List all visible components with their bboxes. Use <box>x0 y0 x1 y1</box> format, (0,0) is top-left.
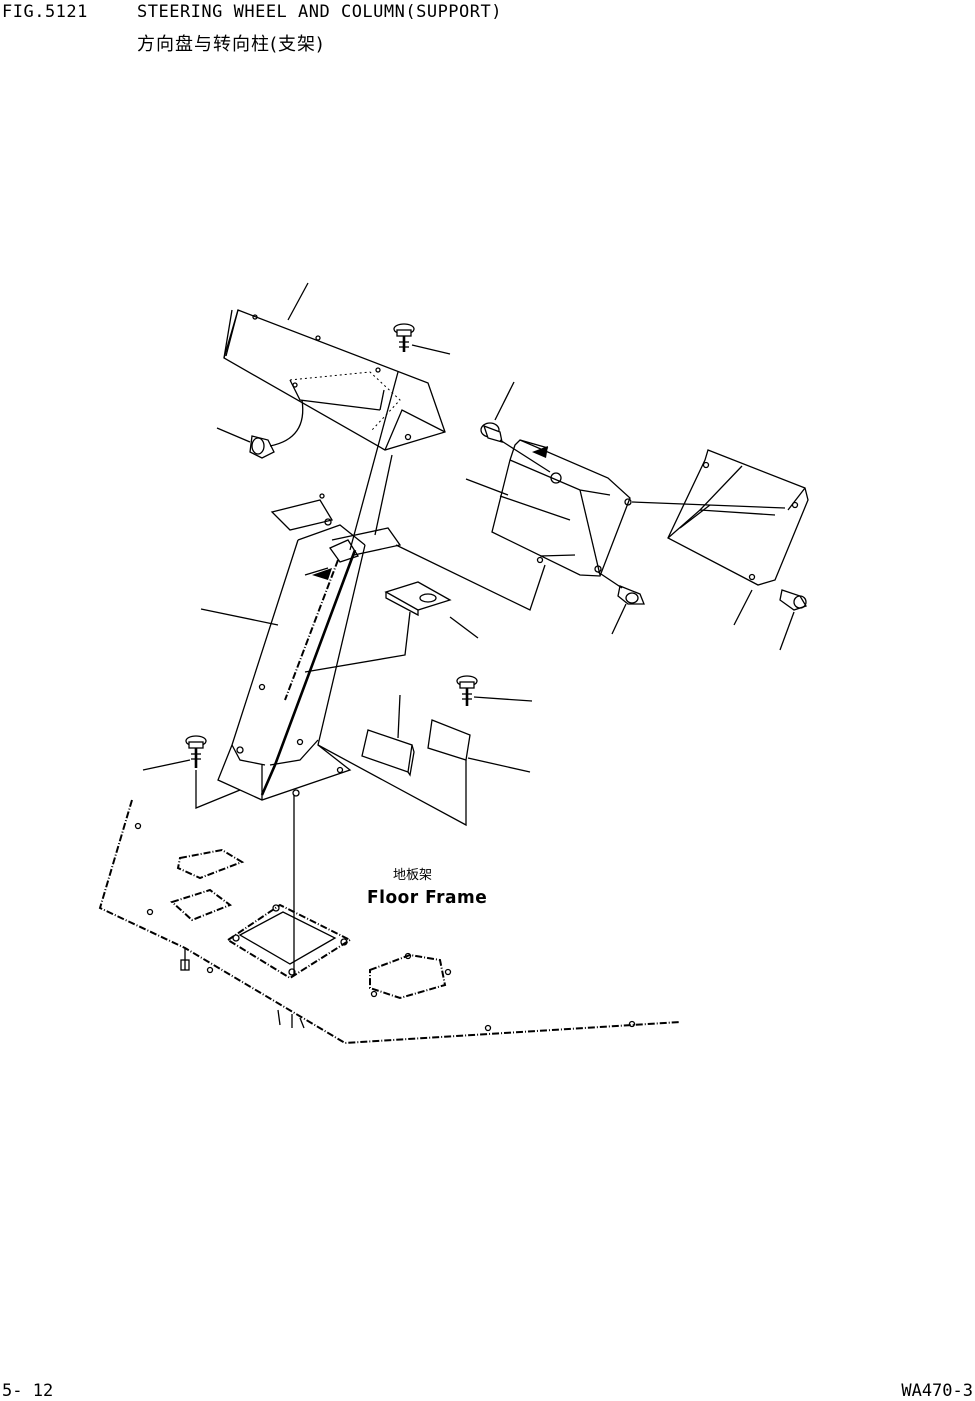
leader-line <box>411 344 451 355</box>
leader-line <box>397 694 401 739</box>
bolt-middle <box>456 675 478 706</box>
floor-frame-label-english: Floor Frame <box>367 887 488 909</box>
bolt-top <box>393 323 415 352</box>
page-number: 5- 12 <box>2 1381 54 1401</box>
guide-line <box>195 770 241 809</box>
figure-number: FIG.5121 <box>2 2 88 22</box>
clip-nut-upper <box>480 422 551 473</box>
leader-line <box>779 611 795 651</box>
guide-line <box>374 454 393 536</box>
floor-frame-label-chinese: 地板架 <box>393 868 433 883</box>
guide-line <box>631 501 786 509</box>
figure-title-english: STEERING WHEEL AND COLUMN(SUPPORT) <box>137 2 502 22</box>
clip-nut-left <box>249 399 304 459</box>
shim-plate-right <box>427 719 471 761</box>
floor-frame <box>98 799 681 1045</box>
clip-nut-middle <box>597 571 645 605</box>
leader-line <box>449 616 479 639</box>
guide-line <box>304 611 411 673</box>
leader-line <box>494 381 515 421</box>
mounting-plate <box>384 581 452 617</box>
bolt-left <box>185 735 207 768</box>
leader-line <box>611 603 627 635</box>
figure-title-chinese: 方向盘与转向柱(支架) <box>137 34 325 55</box>
guide-line <box>395 544 546 611</box>
clip-nut-right <box>779 589 807 611</box>
guide-line <box>349 371 399 551</box>
rear-cover <box>667 449 809 586</box>
model-number: WA470-3 <box>901 1381 973 1401</box>
leader-line <box>465 478 509 496</box>
leader-line <box>142 759 191 771</box>
shim-plate-left <box>361 729 415 777</box>
leader-line <box>733 589 753 626</box>
leader-line <box>467 757 531 773</box>
leader-line <box>287 282 309 321</box>
leader-line <box>473 696 533 702</box>
front-cover <box>491 439 632 577</box>
leader-line <box>200 608 279 626</box>
guide-line <box>317 744 467 827</box>
column-support <box>217 493 402 801</box>
leader-line <box>216 427 251 443</box>
